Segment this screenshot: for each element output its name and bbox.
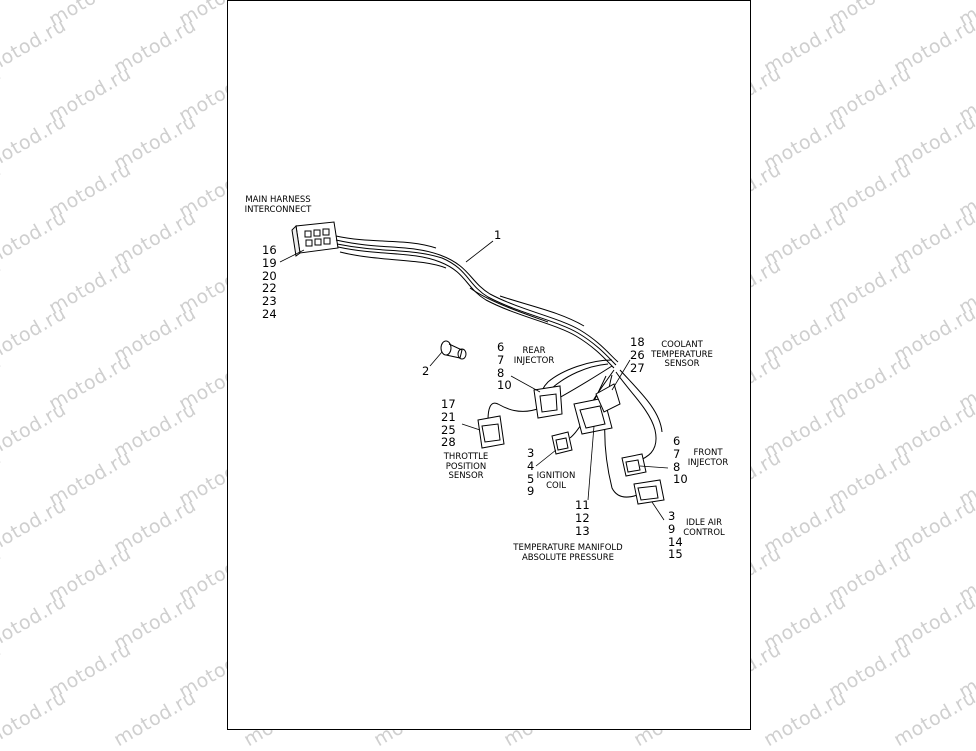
iac-connector xyxy=(633,479,665,505)
harness-drawing xyxy=(279,221,669,521)
leader-lines xyxy=(279,240,669,521)
diagram-sheet xyxy=(227,0,751,730)
main-harness-connector xyxy=(291,221,339,257)
callout-2: 2 xyxy=(422,364,430,378)
rear-injector-connector xyxy=(533,385,563,419)
callout-1: 1 xyxy=(494,228,502,242)
ignition-connector xyxy=(551,431,573,455)
throttle-connector xyxy=(477,415,505,449)
tmap-connector xyxy=(573,383,621,435)
front-injector-connector xyxy=(621,453,647,477)
main-harness-bundle xyxy=(335,235,619,369)
clip-item-2 xyxy=(440,340,467,360)
